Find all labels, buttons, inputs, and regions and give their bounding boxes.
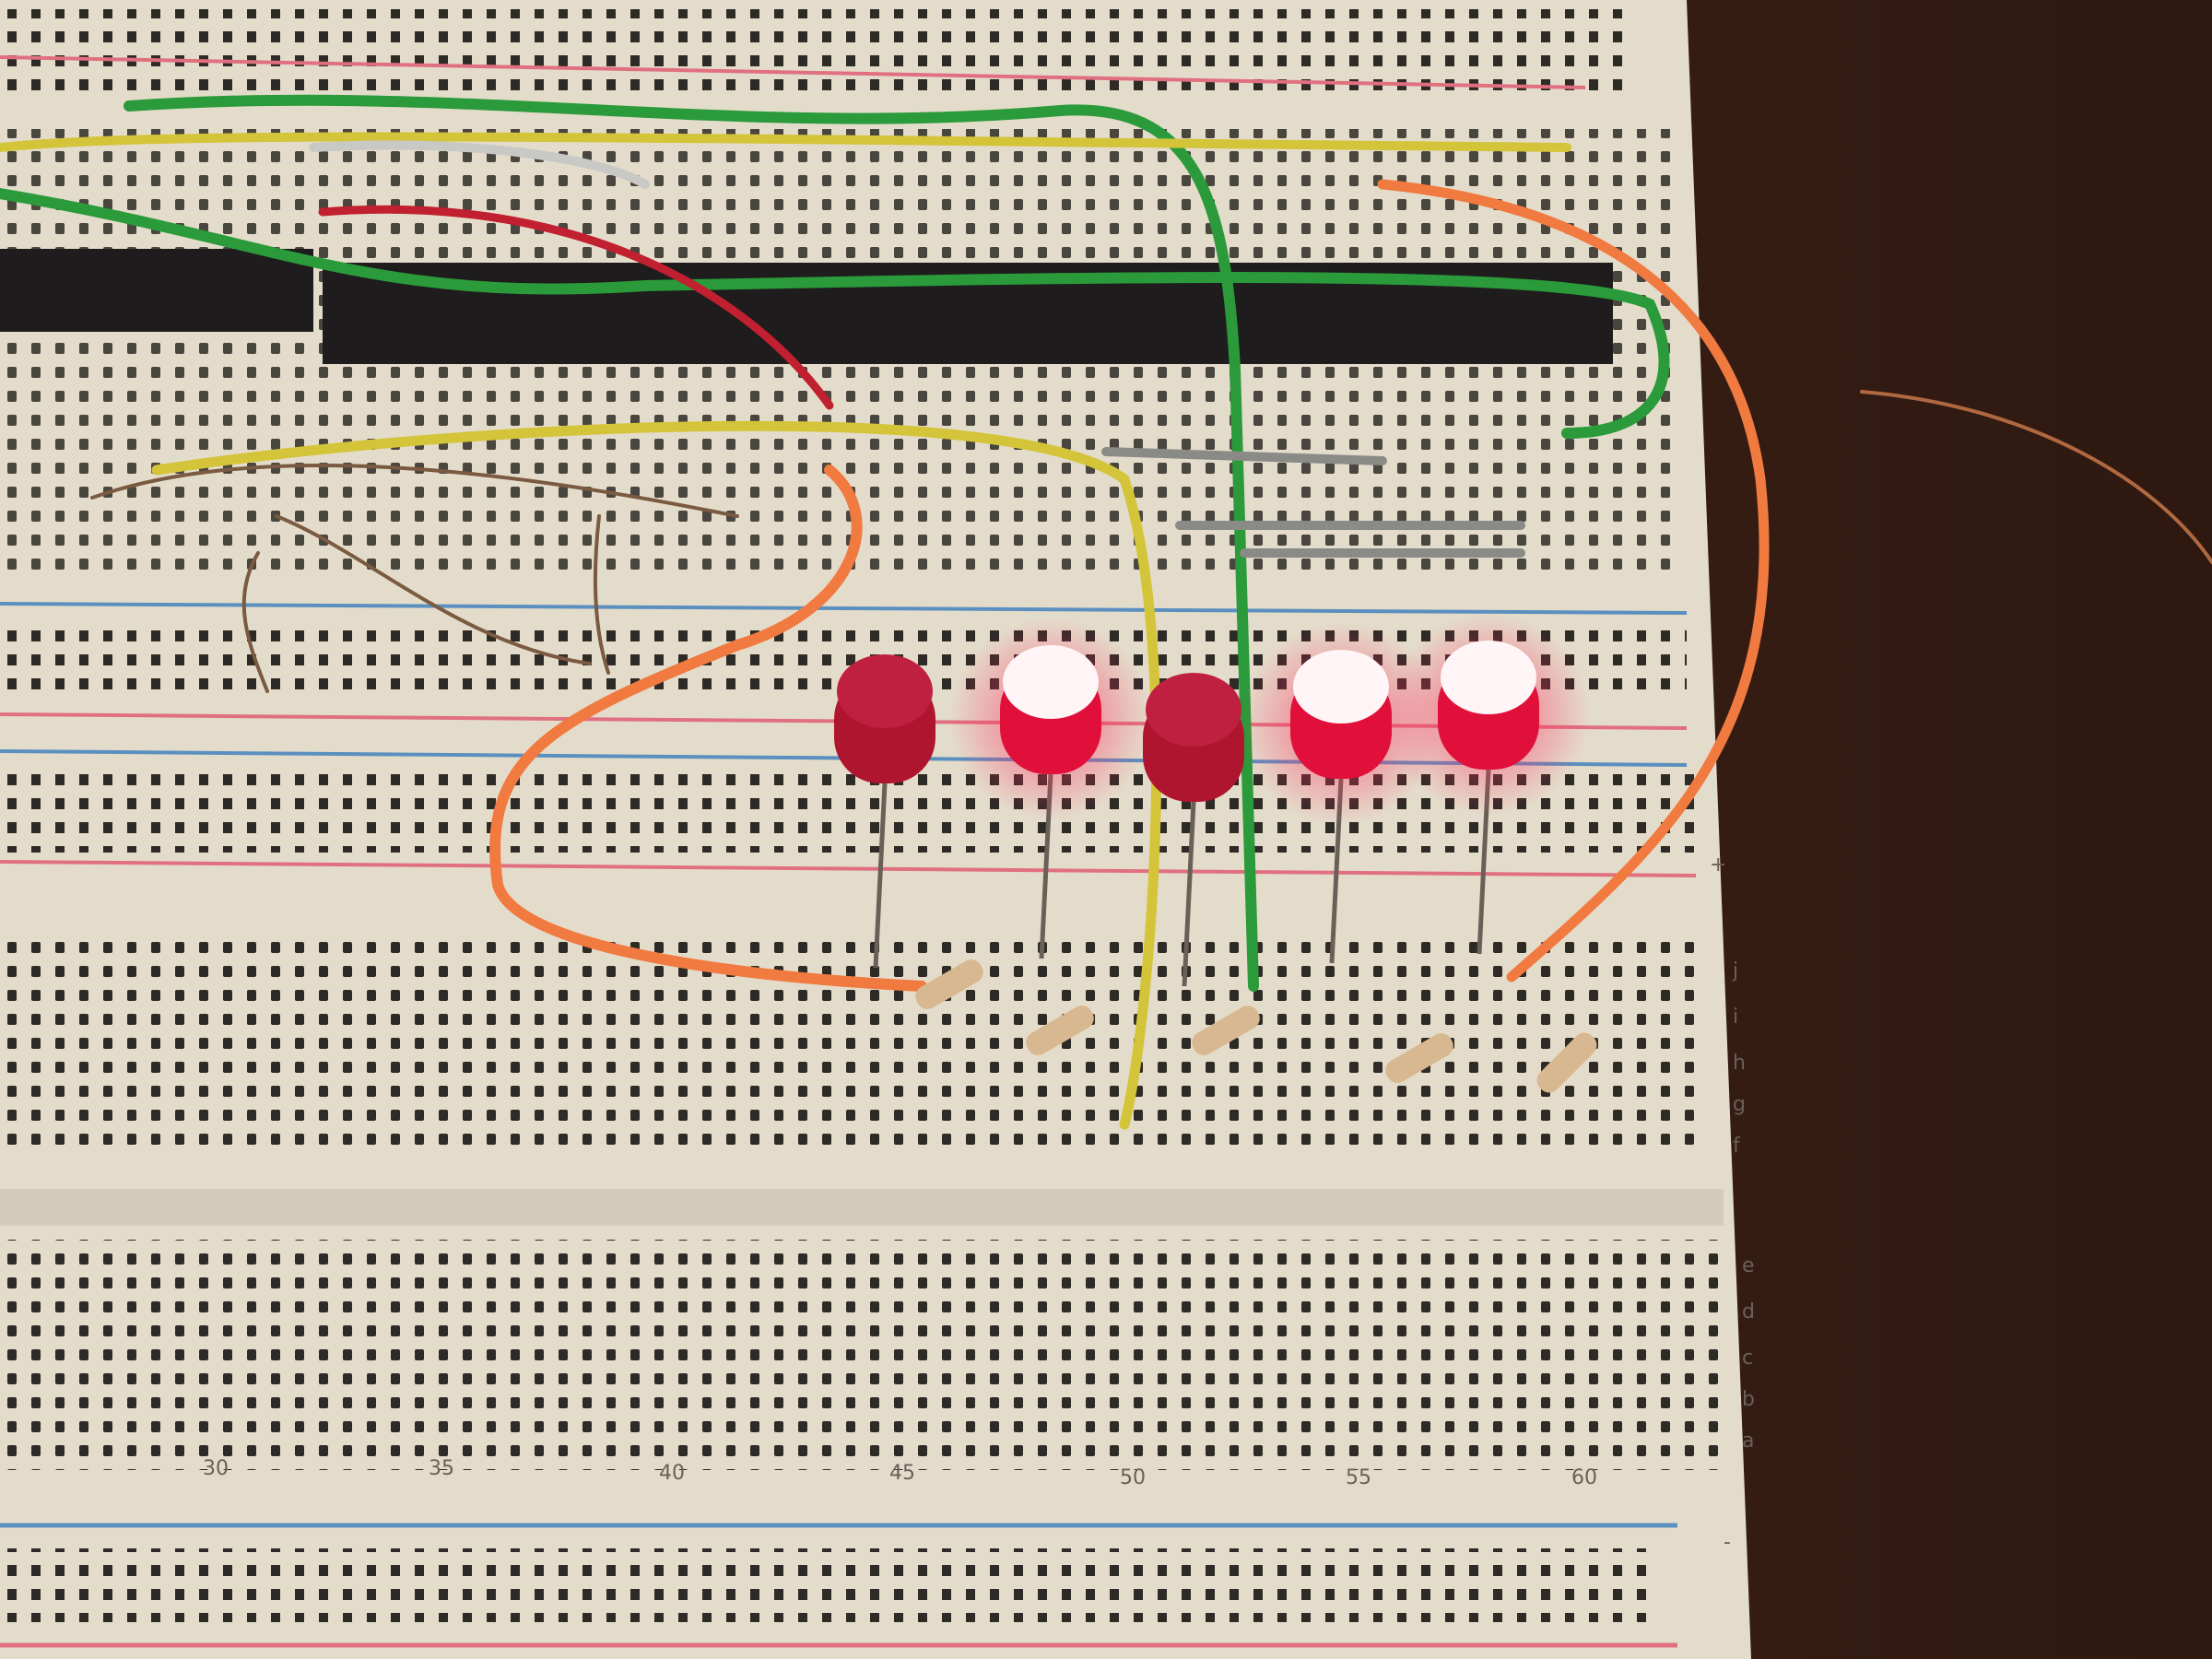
row-letter: f [1733, 1135, 1741, 1158]
jumper-wires [0, 94, 2212, 1130]
rail-sign: - [1724, 1531, 1731, 1554]
column-number: 50 [1120, 1466, 1146, 1489]
bare-wire [90, 464, 739, 693]
column-number: 55 [1346, 1466, 1371, 1489]
row-letter: b [1742, 1388, 1755, 1411]
led-lit [1387, 613, 1590, 955]
orange-wire [1377, 179, 1770, 982]
rail-sign: + [1710, 853, 1726, 877]
column-numbers: 30 35 40 45 50 55 60 [203, 1457, 1597, 1489]
led-lit [1240, 622, 1442, 964]
row-letters: j i h g f e d c b a + - [1710, 853, 1755, 1554]
row-letter: g [1733, 1093, 1746, 1116]
column-number: 30 [203, 1457, 229, 1480]
yellow-wire [0, 132, 1571, 152]
resistors [915, 959, 1597, 1093]
row-letter: a [1742, 1430, 1754, 1453]
resistor [1536, 1032, 1597, 1093]
red-wire [318, 205, 834, 410]
rail-line-blue [0, 602, 1688, 615]
orange-wire [489, 465, 927, 992]
column-number: 40 [659, 1462, 685, 1485]
leds [834, 613, 1590, 987]
resistor [1385, 1033, 1453, 1083]
green-wire [0, 188, 1670, 439]
resistor [1192, 1006, 1260, 1055]
row-letter: e [1742, 1254, 1755, 1277]
column-number: 60 [1571, 1466, 1597, 1489]
led-off [1143, 673, 1244, 987]
gray-wire [1101, 447, 1525, 558]
row-letter: h [1733, 1052, 1746, 1075]
row-letter: d [1742, 1300, 1755, 1324]
column-number: 35 [429, 1457, 454, 1480]
resistor [1026, 1006, 1094, 1055]
gray-wire [309, 140, 650, 189]
row-letter: j [1732, 959, 1738, 982]
led-off [834, 654, 935, 969]
led-lit [949, 618, 1152, 959]
resistor [915, 959, 983, 1009]
green-wire [124, 94, 1259, 992]
row-letter: i [1733, 1006, 1738, 1029]
yellow-wire [151, 420, 1162, 1130]
column-number: 45 [889, 1462, 915, 1485]
row-letter: c [1742, 1347, 1753, 1370]
loose-wire [1860, 390, 2212, 564]
